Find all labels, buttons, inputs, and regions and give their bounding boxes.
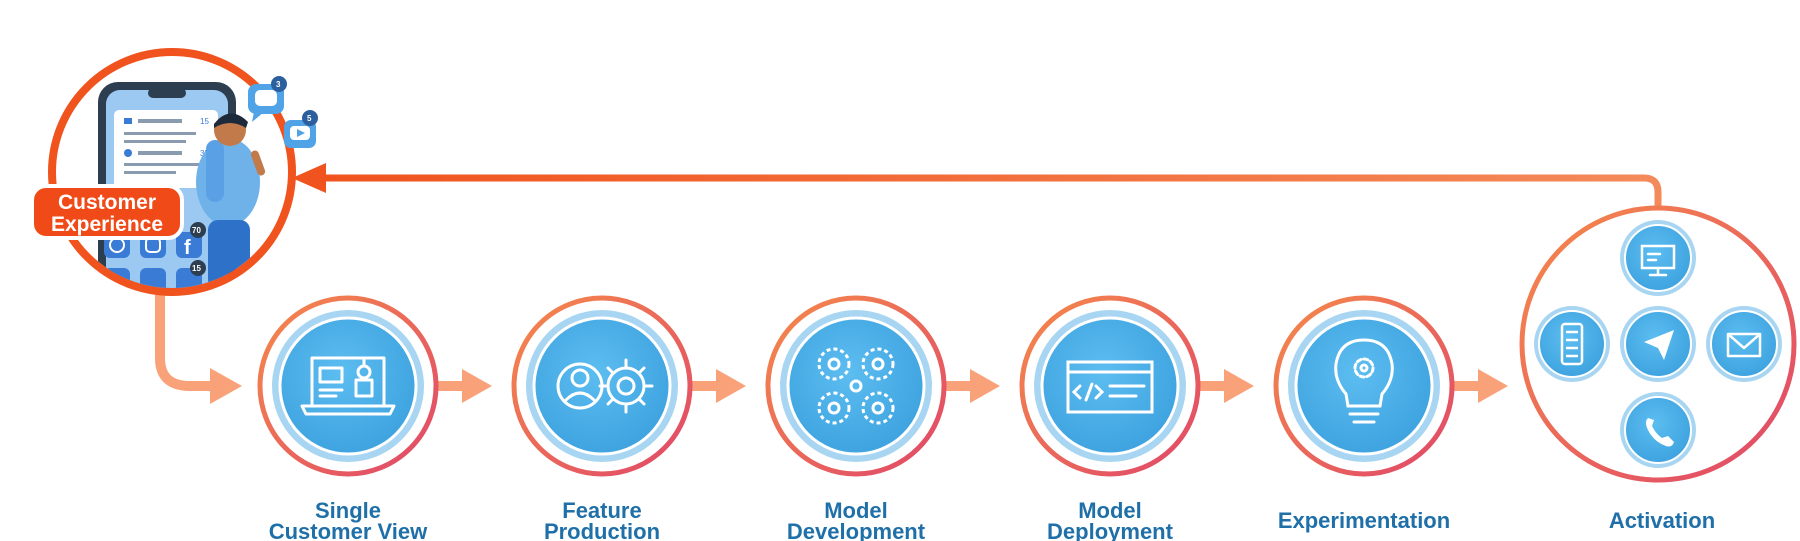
flow-connector (1196, 369, 1254, 403)
stage-label-line2: Development (787, 519, 926, 541)
video-bubble-icon: 5 (284, 110, 318, 148)
stage-label-line1: Single (315, 498, 381, 523)
bubble-count: 5 (307, 114, 312, 123)
stage-label-line1: Model (824, 498, 888, 523)
person-illustration (196, 113, 266, 288)
facebook-icon (176, 232, 202, 258)
svg-text:f: f (184, 237, 191, 259)
badge-label-line1: Customer (58, 191, 156, 214)
stage-label-line2: Customer View (269, 519, 428, 541)
app-badge-count: 70 (192, 226, 201, 235)
chat-bubble-icon: 3 (248, 76, 287, 122)
app-badge-count: 15 (192, 264, 201, 273)
stage-model-deployment: Model Deployment (1019, 295, 1201, 541)
stage-experimentation: Experimentation (1273, 295, 1455, 533)
code-window-icon (1066, 360, 1154, 414)
gears-icon (817, 347, 895, 425)
phone-icon (1620, 392, 1696, 468)
stage-model-development: Model Development (765, 295, 947, 541)
phone-notification-count: 15 (200, 117, 209, 126)
lightbulb-gear-icon (1334, 338, 1394, 424)
stage-label-line1: Model (1078, 498, 1142, 523)
bubble-count: 3 (276, 80, 281, 89)
return-flow-arrow (292, 163, 1662, 210)
flow-connector (1450, 369, 1508, 403)
stage-label-line2: Production (544, 519, 660, 541)
laptop-robot-icon (300, 356, 396, 416)
stage-label-activation: Activation (1609, 508, 1715, 533)
desktop-icon (1620, 220, 1696, 296)
stage-activation: Activation (1519, 205, 1797, 533)
email-icon (1706, 306, 1782, 382)
customer-experience-node: 15 3 5 f 70 15 (30, 48, 318, 296)
mobile-icon (1534, 306, 1610, 382)
user-gear-icon (556, 358, 654, 414)
badge-label-line2: Experience (51, 213, 163, 236)
stage-single-customer-view: Single Customer View (257, 295, 439, 541)
send-icon (1620, 306, 1696, 382)
customer-experience-badge: Customer Experience (30, 184, 184, 240)
flow-connector (434, 369, 492, 403)
stage-label-line2: Deployment (1047, 519, 1174, 541)
stage-label: Experimentation (1278, 508, 1450, 533)
stage-label-line1: Feature (562, 498, 641, 523)
flow-connector (942, 369, 1000, 403)
flow-connector (688, 369, 746, 403)
stage-feature-production: Feature Production (511, 295, 693, 541)
flow-connector-start (155, 285, 242, 404)
